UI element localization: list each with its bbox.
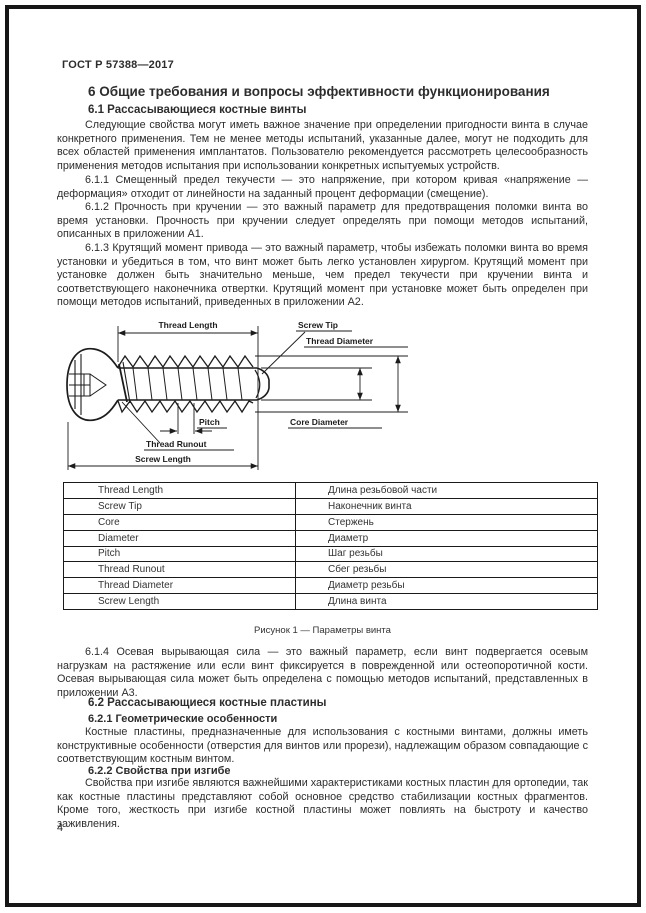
section-6-2-heading: 6.2 Рассасывающиеся костные пластины bbox=[88, 697, 327, 709]
screw-technical-drawing: Thread Length Screw Tip Thread Diameter … bbox=[66, 320, 408, 470]
table-cell-ru: Длина винта bbox=[328, 596, 387, 608]
document-number-header: ГОСТ Р 57388—2017 bbox=[62, 59, 174, 71]
paragraph-intro: Следующие свойства могут иметь важное зн… bbox=[57, 119, 588, 172]
table-cell-en: Screw Length bbox=[64, 594, 296, 609]
paragraph-6-1-1: 6.1.1 Смещенный предел текучести — это н… bbox=[57, 174, 588, 200]
core-diameter-label: Core Diameter bbox=[290, 417, 349, 427]
table-row: Diameter Диаметр bbox=[64, 530, 597, 547]
section-6-1-heading: 6.1 Рассасывающиеся костные винты bbox=[88, 104, 307, 116]
screw-parameters-figure: Thread Length Screw Tip Thread Diameter … bbox=[60, 316, 416, 474]
page-number: 4 bbox=[57, 822, 64, 834]
screw-tip-label: Screw Tip bbox=[298, 320, 338, 330]
paragraph-6-2-1: Костные пластины, предназначенные для ис… bbox=[57, 726, 588, 766]
table-cell-ru: Сбег резьбы bbox=[328, 564, 387, 576]
section-6-2-1-heading: 6.2.1 Геометрические особенности bbox=[88, 713, 278, 725]
paragraph-6-1-3: 6.1.3 Крутящий момент привода — это важн… bbox=[57, 242, 588, 309]
paragraph-6-2-2: Свойства при изгибе являются важнейшими … bbox=[57, 777, 588, 830]
thread-length-label: Thread Length bbox=[158, 320, 217, 330]
thread-runout-label: Thread Runout bbox=[146, 439, 207, 449]
paragraph-6-1-2: 6.1.2 Прочность при кручении — это важны… bbox=[57, 201, 588, 241]
table-row: Core Стержень bbox=[64, 514, 597, 531]
table-cell-en: Pitch bbox=[64, 546, 296, 562]
table-cell-ru: Стержень bbox=[328, 516, 374, 528]
table-row: Thread Diameter Диаметр резьбы bbox=[64, 578, 597, 595]
section-6-2-2-heading: 6.2.2 Свойства при изгибе bbox=[88, 765, 231, 777]
table-row: Screw Length Длина винта bbox=[64, 594, 597, 609]
section-6-heading: 6 Общие требования и вопросы эффективнос… bbox=[88, 84, 550, 99]
table-cell-ru: Длина резьбовой части bbox=[328, 484, 438, 496]
table-cell-en: Thread Diameter bbox=[64, 578, 296, 594]
screw-head-outline bbox=[66, 347, 119, 422]
table-cell-ru: Наконечник винта bbox=[328, 500, 412, 512]
figure-caption: Рисунок 1 — Параметры винта bbox=[254, 625, 391, 636]
table-row: Screw Tip Наконечник винта bbox=[64, 498, 597, 515]
drive-recess-icon bbox=[83, 373, 91, 397]
terms-translation-table: Thread Length Длина резьбовой части Scre… bbox=[63, 482, 598, 610]
screw-length-label: Screw Length bbox=[135, 454, 191, 464]
table-cell-en: Diameter bbox=[64, 530, 296, 546]
table-cell-en: Thread Length bbox=[64, 483, 296, 498]
table-cell-ru: Шаг резьбы bbox=[328, 548, 383, 560]
table-cell-en: Core bbox=[64, 514, 296, 530]
table-row: Thread Length Длина резьбовой части bbox=[64, 483, 597, 499]
table-cell-en: Screw Tip bbox=[64, 498, 296, 514]
thread-diameter-label: Thread Diameter bbox=[306, 336, 374, 346]
paragraph-6-1-4: 6.1.4 Осевая вырывающая сила — это важны… bbox=[57, 646, 588, 699]
table-cell-en: Thread Runout bbox=[64, 562, 296, 578]
table-cell-ru: Диаметр резьбы bbox=[328, 580, 405, 592]
screw-tip-outline bbox=[256, 367, 270, 401]
table-cell-ru: Диаметр bbox=[328, 532, 369, 544]
pitch-label: Pitch bbox=[199, 417, 220, 427]
table-row: Pitch Шаг резьбы bbox=[64, 546, 597, 563]
table-row: Thread Runout Сбег резьбы bbox=[64, 562, 597, 579]
